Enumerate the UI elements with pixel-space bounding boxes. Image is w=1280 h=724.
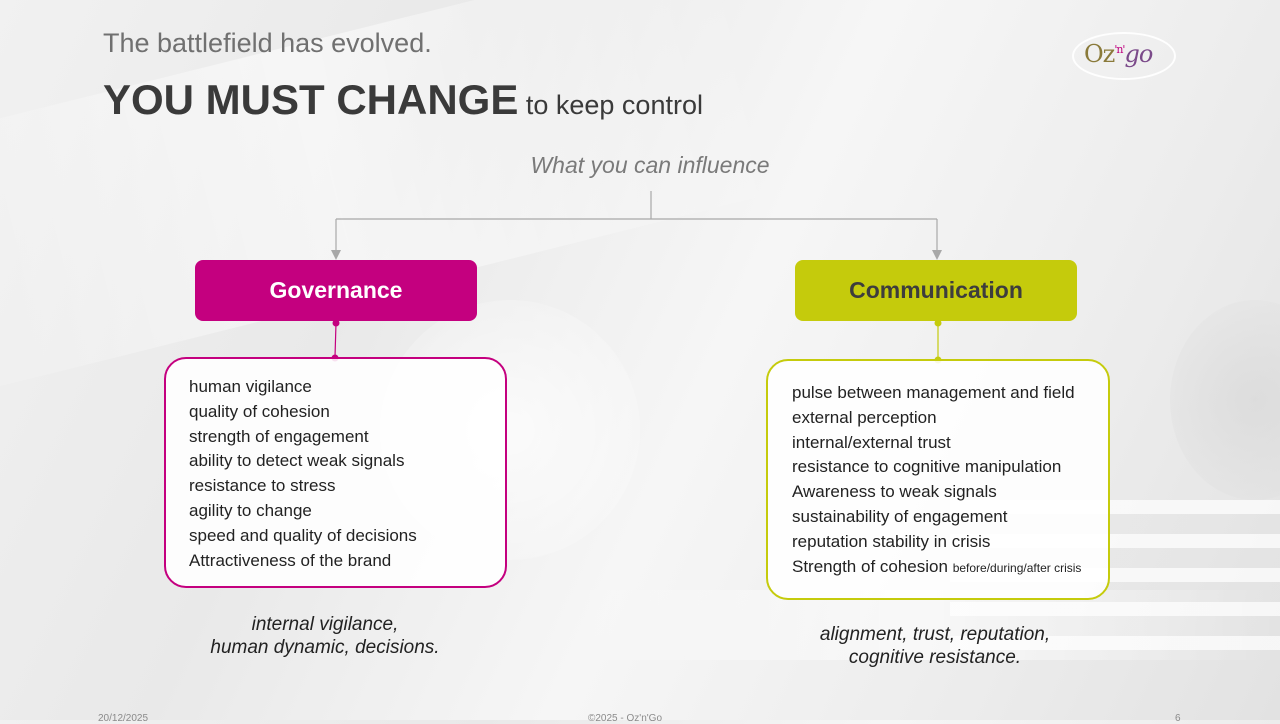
governance-button[interactable]: Governance [195,260,477,321]
caption-line: cognitive resistance. [848,647,1022,668]
right-arrow-icon [932,250,942,260]
company-logo: Oz'n'go [1072,30,1177,80]
influence-label: What you can influence [530,152,770,178]
list-item: speed and quality of decisions [189,525,417,545]
communication-button[interactable]: Communication [795,260,1077,321]
logo-ring [1072,32,1176,80]
list-item: sustainability of engagement [792,506,1008,526]
list-item: Strength of cohesion before/during/after… [792,555,1108,581]
governance-list: human vigilance quality of cohesion stre… [189,375,505,573]
footer-copyright: ©2025 - Oz'n'Go [588,713,662,724]
communication-link-dot-top [934,319,942,327]
governance-link-dot-top [332,319,340,327]
logo-text: Oz'n'go [1084,40,1153,68]
footer-page-number: 6 [1175,713,1181,724]
list-item: quality of cohesion [189,401,330,421]
list-item: external perception [792,407,937,427]
slide-subtitle: The battlefield has evolved. [103,28,432,58]
slide-title: YOU MUST CHANGE to keep control [103,76,703,124]
list-item: reputation stability in crisis [792,531,991,551]
list-item: human vigilance [189,377,312,396]
caption-line: human dynamic, decisions. [210,637,440,658]
communication-list: pulse between management and field exter… [792,381,1108,580]
list-item: resistance to cognitive manipulation [792,457,1062,477]
communication-panel: pulse between management and field exter… [766,359,1110,600]
title-rest: to keep control [518,90,703,120]
left-arrow-icon [331,250,341,260]
list-item-note: before/during/after crisis [952,560,1082,575]
governance-panel: human vigilance quality of cohesion stre… [164,357,507,588]
title-strong: YOU MUST CHANGE [103,76,519,123]
footer-date: 20/12/2025 [98,713,149,724]
communication-caption: alignment, trust, reputation, cognitive … [780,623,1090,669]
list-item: agility to change [189,500,312,520]
list-item: ability to detect weak signals [189,451,405,471]
caption-line: internal vigilance, [251,614,399,635]
list-item: Attractiveness of the brand [189,550,392,570]
list-item: strength of engagement [189,426,369,446]
list-item: pulse between management and field [792,383,1075,402]
list-item: internal/external trust [792,432,951,452]
list-item: Awareness to weak signals [792,482,997,502]
governance-caption: internal vigilance, human dynamic, decis… [170,613,480,659]
list-item: resistance to stress [189,476,336,496]
governance-link-line [334,322,337,358]
caption-line: alignment, trust, reputation, [819,624,1051,645]
list-item-text: Strength of cohesion [792,556,948,576]
